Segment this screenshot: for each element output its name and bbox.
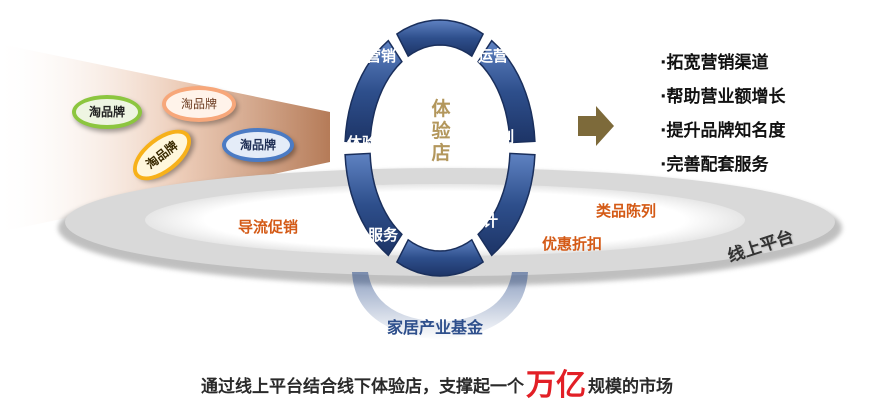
benefits-list: ·拓宽营销渠道 ·帮助营业额增长 ·提升品牌知名度 ·完善配套服务: [660, 46, 785, 182]
brand-badge-peach: 淘品牌: [162, 86, 236, 122]
segment-label-experience: 体验: [347, 134, 378, 152]
ring-segment-service: [344, 152, 403, 257]
segment-label-service: 服务: [368, 226, 399, 244]
platform-ellipse-inner: [145, 184, 745, 256]
ring-reflection: [352, 272, 528, 340]
benefit-item: ·完善配套服务: [660, 155, 769, 175]
ring-segment-display: [477, 152, 536, 257]
ring-segment-experience: [344, 39, 403, 144]
center-label: 体验店: [431, 98, 451, 164]
platform-right-label-1: 类品陈列: [596, 202, 657, 220]
fund-label: 家居产业基金: [387, 318, 484, 337]
summary-after: 规模的市场: [588, 377, 673, 397]
summary-line: 通过线上平台结合线下体验店，支撑起一个万亿规模的市场: [0, 360, 874, 404]
summary-before: 通过线上平台结合线下体验店，支撑起一个: [201, 377, 524, 397]
segment-label-display: 陈列: [484, 128, 515, 146]
ring-segments: [344, 19, 536, 277]
ring-segment-design: [395, 238, 485, 277]
summary-highlight: 万亿: [526, 368, 586, 403]
segment-label-marketing: 营销: [366, 47, 397, 65]
platform-left-label: 导流促销: [238, 218, 299, 236]
ring-segment-operations: [477, 39, 536, 144]
platform-right-label-2: 优惠折扣: [542, 235, 603, 253]
arrow-icon: [578, 106, 614, 146]
benefit-item: ·帮助营业额增长: [660, 87, 786, 107]
segment-label-design: 设计: [468, 212, 499, 230]
benefit-item: ·拓宽营销渠道: [660, 53, 769, 73]
benefit-item: ·提升品牌知名度: [660, 121, 786, 141]
ring-segment-marketing: [395, 19, 485, 58]
brand-badge-blue: 淘品牌: [222, 128, 294, 162]
brand-badge-green: 淘品牌: [72, 95, 142, 129]
segment-label-operations: 运营: [478, 47, 509, 65]
